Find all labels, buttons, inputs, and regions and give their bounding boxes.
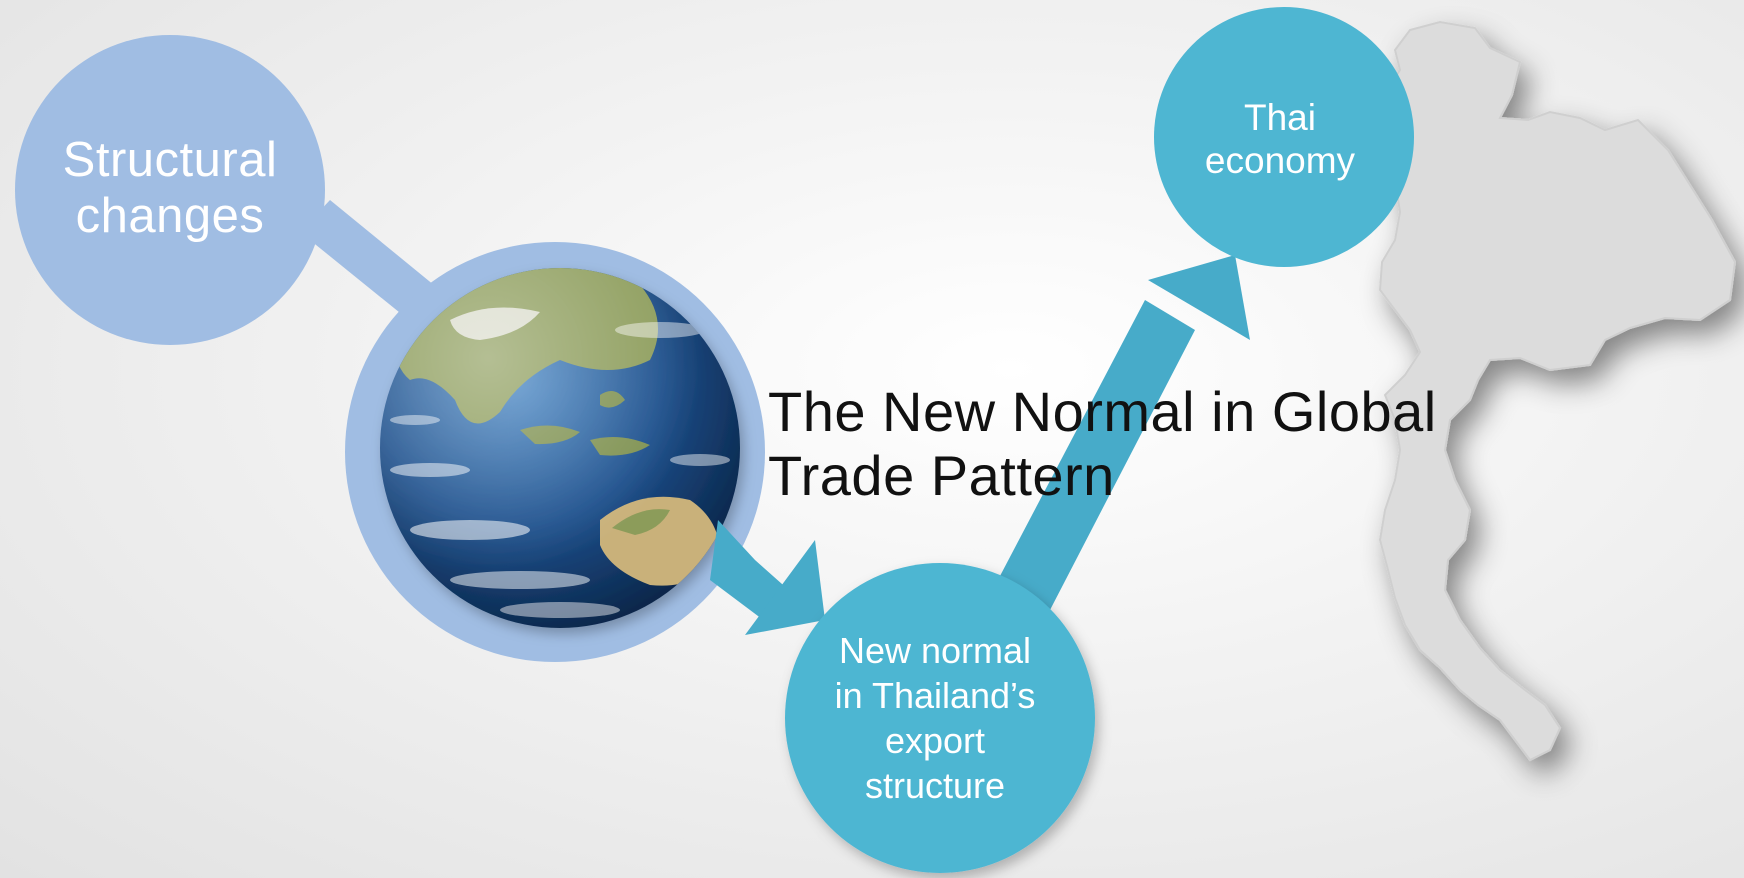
new-normal-export-circle: [785, 563, 1095, 873]
structural-changes-circle: [15, 35, 325, 345]
slide-title: The New Normal in Global Trade Pattern: [768, 380, 1437, 507]
arrow-globe-to-new-normal: [710, 520, 825, 635]
thai-economy-label: Thai economy: [1204, 97, 1356, 181]
arrow-new-normal-to-thai-economy: [990, 255, 1250, 610]
thai-economy-circle: [1154, 7, 1414, 267]
connector-structural-to-globe: [300, 200, 440, 325]
new-normal-export-label: New normal in Thailand’s export structur…: [834, 630, 1036, 806]
structural-changes-label: Structural changes: [62, 132, 278, 243]
thailand-map: [1370, 20, 1737, 762]
earth-globe: [380, 268, 740, 628]
